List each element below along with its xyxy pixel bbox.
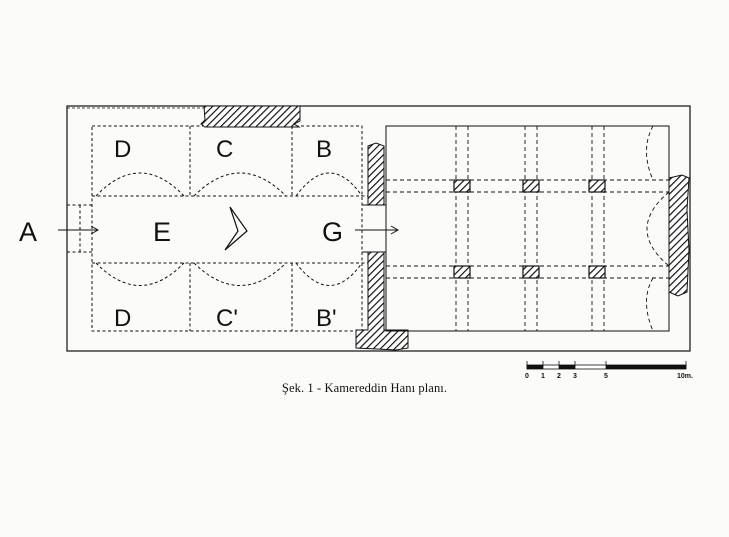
label-room-top-3: B — [316, 136, 332, 163]
label-room-bottom-3: B' — [316, 305, 337, 332]
direction-marker-icon — [224, 206, 248, 251]
label-passage: G — [322, 217, 343, 247]
scale-tick-5: 5 — [604, 373, 608, 380]
wall-fragment-right — [668, 174, 690, 297]
label-room-top-1: D — [114, 136, 131, 163]
scale-bar: 0 1 2 3 5 10m. — [525, 361, 693, 380]
label-room-bottom-1: D — [114, 305, 131, 332]
outer-wall — [66, 105, 691, 352]
arrow-entrance — [58, 225, 100, 235]
passage-gap — [362, 204, 386, 253]
label-room-top-2: C — [216, 136, 233, 163]
piers — [453, 179, 606, 279]
wall-fragment-middle-upper — [367, 142, 385, 206]
label-entrance: A — [19, 217, 37, 247]
wall-fragment-top — [200, 105, 301, 128]
right-hall — [385, 125, 670, 332]
label-room-bottom-2: C' — [216, 305, 238, 332]
arrow-passage — [355, 225, 400, 235]
scale-tick-1: 1 — [541, 373, 545, 380]
scale-tick-2: 2 — [557, 373, 561, 380]
wall-fragment-middle-lower — [355, 251, 409, 351]
scale-tick-10: 10m. — [677, 373, 693, 380]
figure-caption: Şek. 1 - Kamereddin Hanı planı. — [281, 381, 448, 395]
label-corridor: E — [153, 217, 171, 247]
scale-tick-3: 3 — [573, 373, 577, 380]
scale-tick-0: 0 — [525, 373, 529, 380]
